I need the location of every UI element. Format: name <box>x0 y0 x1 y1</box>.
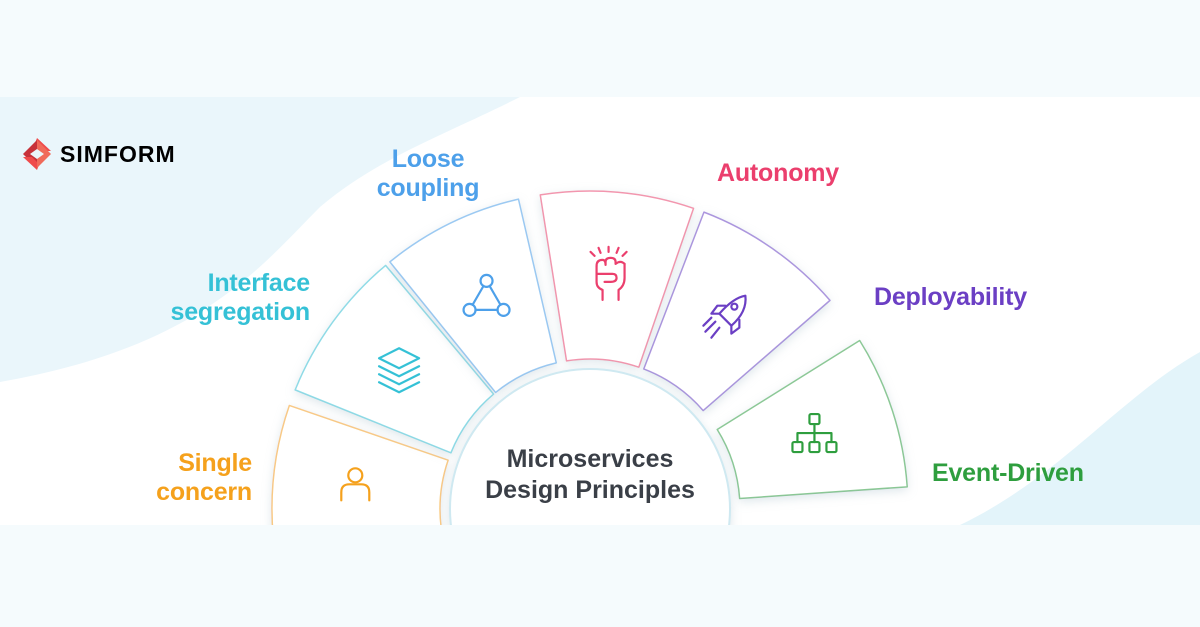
diagram-graphic <box>0 97 1200 525</box>
rocket-icon <box>702 294 747 339</box>
segment-interface-segregation <box>294 264 495 454</box>
hierarchy-icon <box>791 412 838 454</box>
raised-fist-icon <box>589 245 628 301</box>
label-interface-segregation-line-2: segregation <box>170 298 311 326</box>
label-event-driven-line-1: Event-Driven <box>932 459 1084 487</box>
network-triangle-icon <box>462 273 511 317</box>
segment-deployability <box>643 211 831 412</box>
simform-logo-text: SIMFORM <box>60 140 176 167</box>
label-single-concern-line-1: Single <box>178 449 252 477</box>
principle-segments <box>271 190 908 525</box>
background-wave-left <box>0 97 520 382</box>
diagram-band: SIMFORM Microservices Design Principles … <box>0 97 1200 525</box>
diagram-title: Microservices Design Principles <box>456 444 724 506</box>
user-icon <box>340 467 371 502</box>
segment-event-driven <box>716 339 908 500</box>
label-loose-coupling-line-2: coupling <box>376 174 480 202</box>
diagram-title-line-2: Design Principles <box>485 476 695 504</box>
label-single-concern-line-2: concern <box>156 478 252 506</box>
label-loose-coupling-line-1: Loose <box>391 145 465 173</box>
label-autonomy-line-1: Autonomy <box>717 159 839 187</box>
label-deployability: Deployability <box>874 283 1027 312</box>
segment-single-concern <box>271 404 449 525</box>
layers-icon <box>377 347 421 394</box>
diagram-title-line-1: Microservices <box>506 445 674 473</box>
background-wave-right <box>960 352 1200 525</box>
principle-icons <box>340 245 838 502</box>
center-circle <box>449 368 731 525</box>
label-autonomy: Autonomy <box>658 159 898 188</box>
label-event-driven: Event-Driven <box>932 459 1084 488</box>
segment-loose-coupling <box>389 198 558 394</box>
label-interface-segregation-line-1: Interface <box>207 269 311 297</box>
simform-logo-icon <box>23 138 51 170</box>
label-deployability-line-1: Deployability <box>874 283 1027 311</box>
simform-logo: SIMFORM <box>20 137 176 171</box>
